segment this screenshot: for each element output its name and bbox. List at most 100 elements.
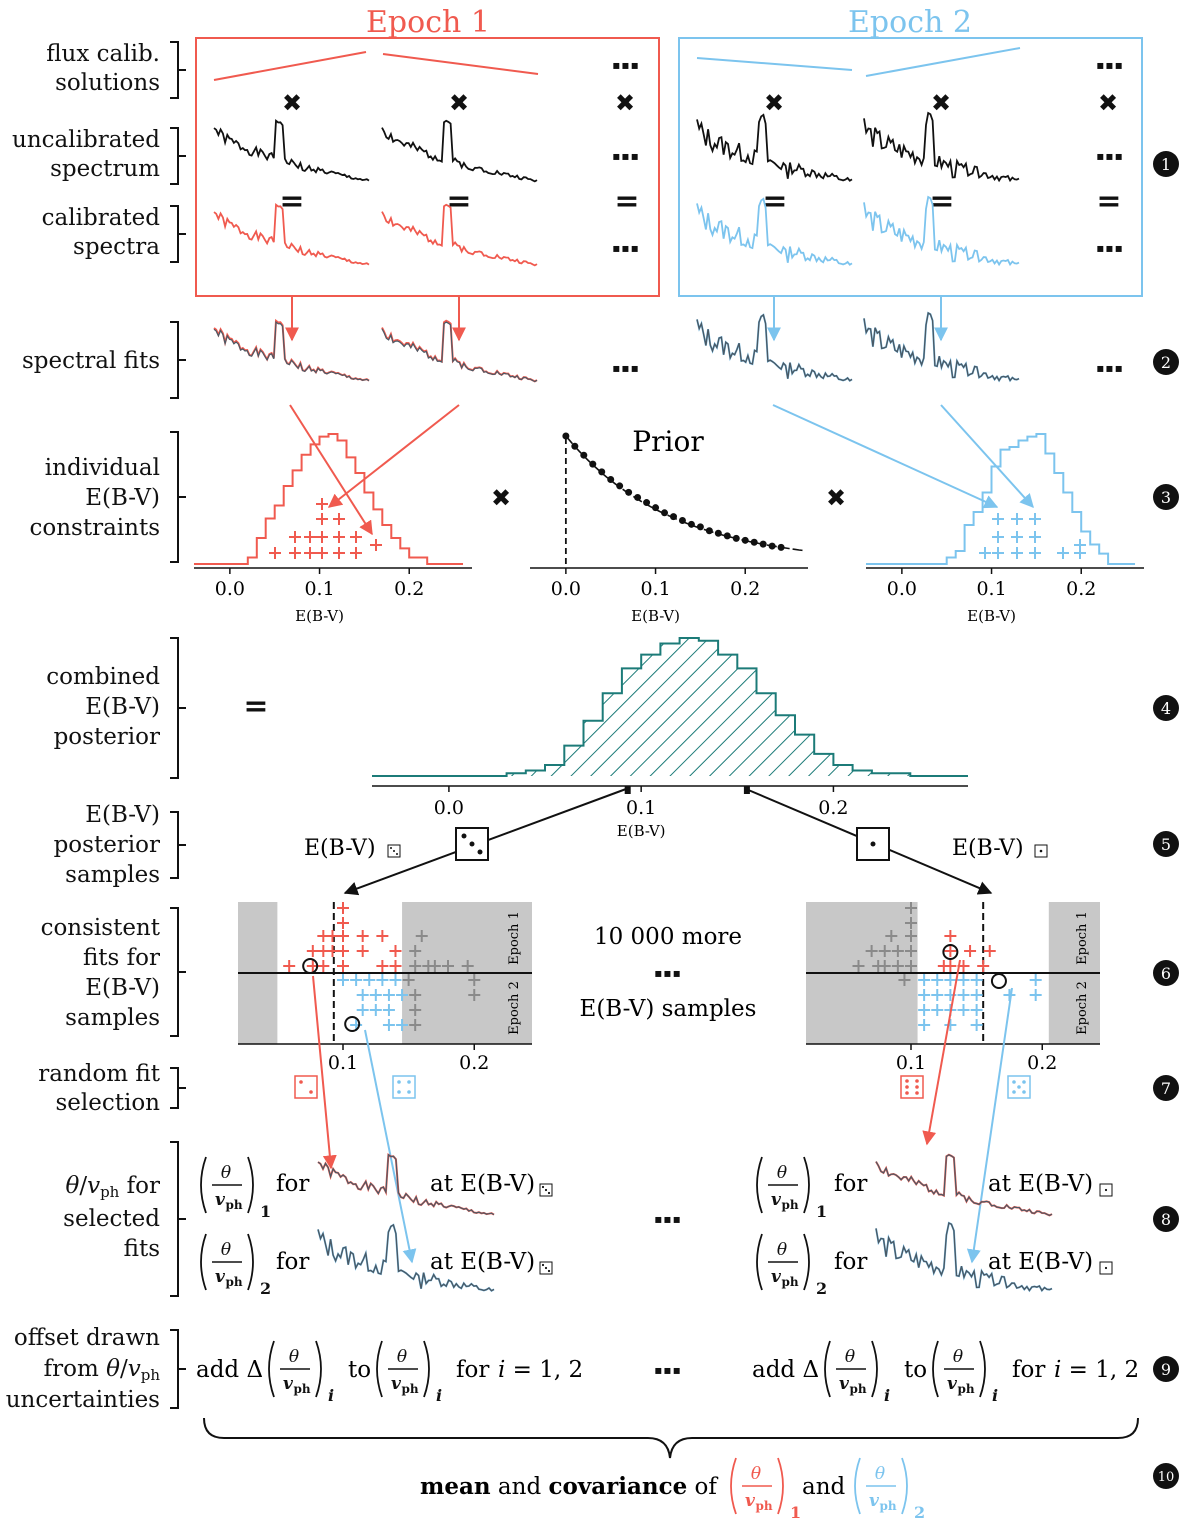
x-axis-label: E(B-V) bbox=[617, 822, 666, 840]
index-range: = 1, 2 bbox=[505, 1357, 583, 1383]
left-paren bbox=[200, 1233, 207, 1291]
theta-symbol: θ bbox=[397, 1347, 407, 1367]
label-flux-calib-1: flux calib. bbox=[46, 41, 160, 67]
selected-fit-model-epoch2 bbox=[875, 1221, 1053, 1292]
x-tick-label: 0.2 bbox=[394, 578, 424, 600]
prior-point bbox=[732, 534, 740, 542]
left-paren bbox=[268, 1340, 275, 1398]
step-numbers: 1 2 3 4 5 6 7 8 9 10 bbox=[1153, 151, 1179, 1489]
calibrated-spectrum bbox=[696, 197, 853, 266]
left-paren bbox=[756, 1156, 763, 1214]
prior-point bbox=[607, 476, 615, 484]
step-4: 4 bbox=[1153, 695, 1179, 721]
prior-point bbox=[696, 523, 704, 531]
label-combined-2: E(B-V) bbox=[85, 694, 160, 720]
selected-fit-circle bbox=[990, 973, 1007, 989]
svg-text:4: 4 bbox=[1161, 699, 1171, 718]
vph-symbol: v bbox=[215, 1190, 226, 1210]
ph-subscript: ph bbox=[849, 1382, 866, 1396]
label-offset-2: from θ/vph bbox=[44, 1356, 161, 1384]
mini-dice-three-icon-pip bbox=[544, 1188, 548, 1192]
step-7: 7 bbox=[1153, 1075, 1179, 1101]
label-theta-3: fits bbox=[124, 1236, 160, 1262]
at-ebv-text: at E(B-V) bbox=[988, 1249, 1093, 1275]
epoch2-title: Epoch 2 bbox=[848, 5, 972, 40]
theta-symbol: θ bbox=[221, 1163, 231, 1183]
and-word: and bbox=[491, 1474, 549, 1500]
to-text: to bbox=[348, 1357, 371, 1383]
prior-point bbox=[589, 460, 597, 468]
times-icon: ✖ bbox=[615, 89, 635, 117]
label-uncal-1: uncalibrated bbox=[12, 127, 160, 153]
selection-arrow-epoch1 bbox=[922, 959, 961, 1146]
fraction-subscript: i bbox=[992, 1386, 998, 1405]
x-tick-label: 0.2 bbox=[1027, 1052, 1057, 1074]
theta-symbol: θ bbox=[777, 1163, 787, 1183]
prior-point bbox=[580, 451, 588, 459]
prior-point bbox=[678, 516, 686, 524]
fraction-subscript: i bbox=[436, 1386, 442, 1405]
ellipsis-icon: ▪▪▪ bbox=[1096, 58, 1123, 72]
left-paren bbox=[932, 1340, 939, 1398]
right-paren bbox=[247, 1156, 254, 1214]
selected-fit-circle bbox=[942, 944, 959, 960]
prior-point bbox=[643, 499, 651, 507]
ph-subscript: ph bbox=[755, 1499, 772, 1513]
prior-point bbox=[598, 468, 606, 476]
x-axis-label: E(B-V) bbox=[295, 607, 344, 625]
svg-text:6: 6 bbox=[1161, 964, 1171, 983]
ph-subscript: ph bbox=[879, 1499, 896, 1513]
theta-symbol: θ bbox=[221, 1240, 231, 1260]
epoch1-box: Epoch 1 bbox=[195, 5, 660, 297]
final-brace bbox=[203, 1417, 1139, 1459]
left-paren bbox=[756, 1233, 763, 1291]
label-samples-1: E(B-V) bbox=[85, 802, 160, 828]
step-3: 3 bbox=[1153, 484, 1179, 510]
equals-icon: = bbox=[614, 184, 639, 219]
mean-covariance-text: mean and covariance of bbox=[420, 1473, 718, 1500]
epoch2-tag: Epoch 2 bbox=[507, 981, 522, 1035]
covariance-word: covariance bbox=[548, 1473, 687, 1500]
histogram-epoch1 bbox=[194, 433, 464, 565]
left-paren bbox=[854, 1457, 861, 1515]
mini-dice-three-icon bbox=[539, 1183, 553, 1197]
mini-dice-one-icon bbox=[1034, 844, 1048, 858]
ph-subscript: ph bbox=[957, 1382, 974, 1396]
index-range-text: i = 1, 2 bbox=[1054, 1357, 1139, 1383]
dice-three-icon bbox=[455, 827, 489, 861]
prior-point bbox=[625, 488, 633, 496]
dice-six-red-icon bbox=[900, 1075, 924, 1099]
selection-arrow-epoch2 bbox=[966, 987, 1013, 1264]
label-consistent-2: fits for bbox=[83, 945, 160, 971]
x-tick-label: 0.1 bbox=[640, 578, 670, 600]
right-paren bbox=[871, 1340, 878, 1398]
vph-symbol: v bbox=[771, 1267, 782, 1287]
selected-fit-circle bbox=[302, 958, 319, 974]
mini-dice-one-icon-pip bbox=[1104, 1188, 1108, 1192]
right-paren bbox=[777, 1457, 784, 1515]
dice-five-blue-icon bbox=[1007, 1075, 1031, 1099]
at-ebv-text: at E(B-V) bbox=[430, 1249, 535, 1275]
theta-symbol: θ bbox=[289, 1347, 299, 1367]
fraction-subscript: 2 bbox=[914, 1503, 925, 1522]
x-tick-label: 0.0 bbox=[887, 578, 917, 600]
label-consistent-3: E(B-V) bbox=[85, 975, 160, 1001]
ebv-sample-right-label: E(B-V) bbox=[952, 836, 1024, 861]
epoch1-tag: Epoch 1 bbox=[507, 911, 522, 965]
uncalibrated-spectrum bbox=[863, 111, 1020, 183]
left-paren bbox=[824, 1340, 831, 1398]
prior-point bbox=[777, 543, 785, 551]
ellipsis-icon: ▪▪▪ bbox=[1096, 241, 1123, 255]
svg-text:1: 1 bbox=[1161, 155, 1171, 174]
label-random-2: selection bbox=[55, 1090, 160, 1116]
fit-model-spectrum bbox=[381, 321, 538, 383]
combined-histogram bbox=[372, 637, 968, 777]
label-offset-3: uncertainties bbox=[6, 1387, 160, 1413]
histogram-epoch2 bbox=[866, 433, 1136, 565]
x-tick-label: 0.1 bbox=[304, 578, 334, 600]
